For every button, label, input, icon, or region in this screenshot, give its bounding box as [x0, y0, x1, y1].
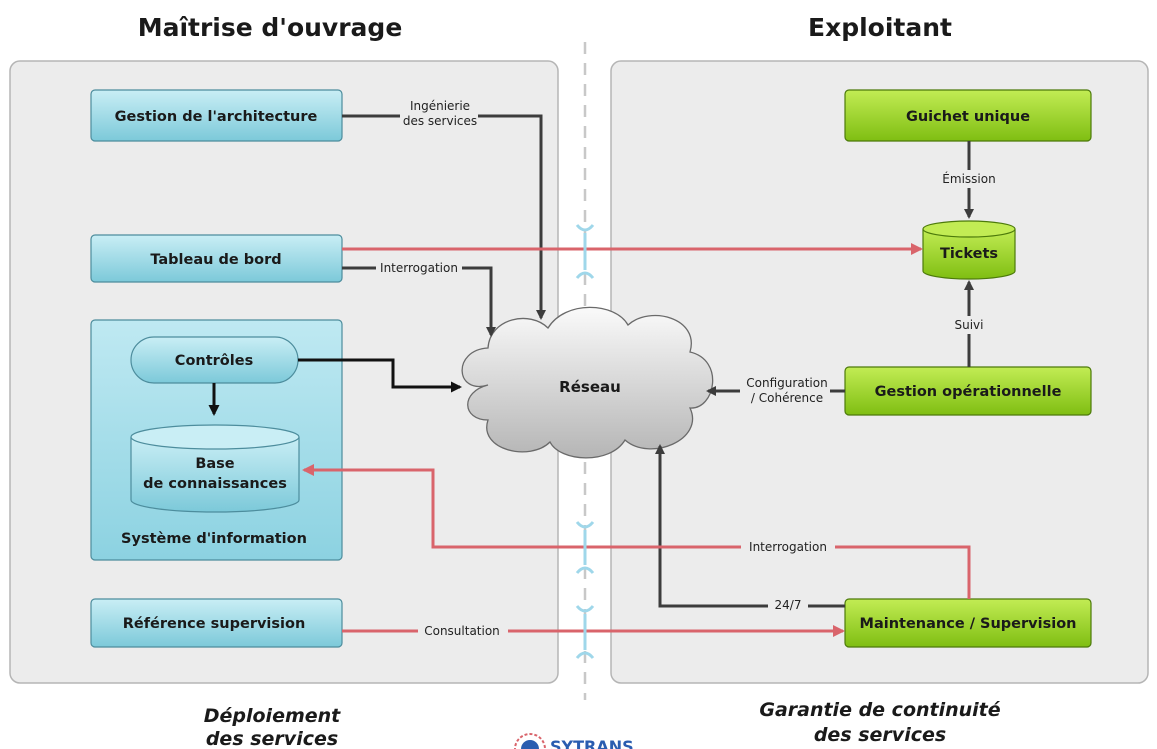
right-panel-title: Exploitant	[808, 13, 952, 42]
edge-ingenierie-label-bg	[400, 96, 478, 130]
edge-interrogation-top-label: Interrogation	[380, 261, 458, 275]
node-tickets	[922, 229, 1016, 280]
node-gestion-operationnelle-label: Gestion opérationnelle	[875, 384, 1062, 400]
node-tableau-de-bord	[90, 234, 343, 283]
node-gestion-architecture-label: Gestion de l'architecture	[115, 109, 318, 125]
node-reference-supervision-label: Référence supervision	[123, 616, 306, 632]
edge-suivi-label: Suivi	[955, 318, 984, 332]
node-base-connaissances-top	[130, 424, 300, 450]
edge-interrogation-top-label-bg	[376, 259, 462, 277]
right-footer-line-1: Garantie de continuité	[759, 699, 1000, 721]
interface-marker-top	[575, 224, 595, 279]
edge-emission-label: Émission	[942, 171, 995, 186]
left-footer-line-2: des services	[206, 728, 338, 749]
edge-emission-label-bg	[938, 170, 1000, 188]
left-panel-title: Maîtrise d'ouvrage	[138, 13, 403, 42]
node-tableau-de-bord-label: Tableau de bord	[150, 252, 281, 268]
node-maintenance-supervision-label: Maintenance / Supervision	[860, 616, 1077, 632]
edge-24-7-label: 24/7	[775, 598, 802, 612]
node-base-connaissances	[130, 437, 300, 513]
edge-24-7-label-bg	[768, 596, 808, 614]
edge-ingenierie-label-2: des services	[403, 114, 477, 128]
logo-globe-icon	[521, 740, 539, 749]
node-reseau-label: Réseau	[559, 378, 621, 396]
right-footer-line-2: des services	[814, 724, 946, 746]
node-controles-label: Contrôles	[175, 353, 253, 369]
logo-text: SYTRANS	[550, 737, 634, 749]
node-guichet-unique-label: Guichet unique	[906, 109, 1030, 125]
edge-configuration-label-1: Configuration	[746, 376, 827, 390]
edge-consultation-label-bg	[418, 622, 508, 640]
logo: SYTRANS	[514, 733, 634, 749]
interface-marker-middle	[575, 521, 595, 574]
left-footer-line-1: Déploiement	[204, 705, 341, 727]
node-tickets-label: Tickets	[940, 246, 998, 262]
interface-marker-bottom	[575, 605, 595, 659]
node-base-label-2: de connaissances	[143, 476, 287, 492]
edge-interrogation-bottom-label: Interrogation	[749, 540, 827, 554]
edge-ingenierie-label-1: Ingénierie	[410, 99, 470, 113]
node-reference-supervision	[90, 598, 343, 648]
edge-consultation-label: Consultation	[424, 624, 500, 638]
edge-controles-reseau	[298, 358, 462, 393]
node-base-label-1: Base	[195, 456, 234, 472]
node-systeme-information-label: Système d'information	[121, 531, 307, 547]
edge-suivi-label-bg	[946, 316, 992, 334]
edge-interrogation-bottom	[302, 464, 971, 599]
edge-configuration-label-bg	[740, 374, 830, 408]
edge-configuration-label-2: / Cohérence	[751, 391, 823, 405]
node-tickets-top	[922, 220, 1016, 238]
edge-interrogation-bottom-label-bg	[741, 538, 835, 556]
